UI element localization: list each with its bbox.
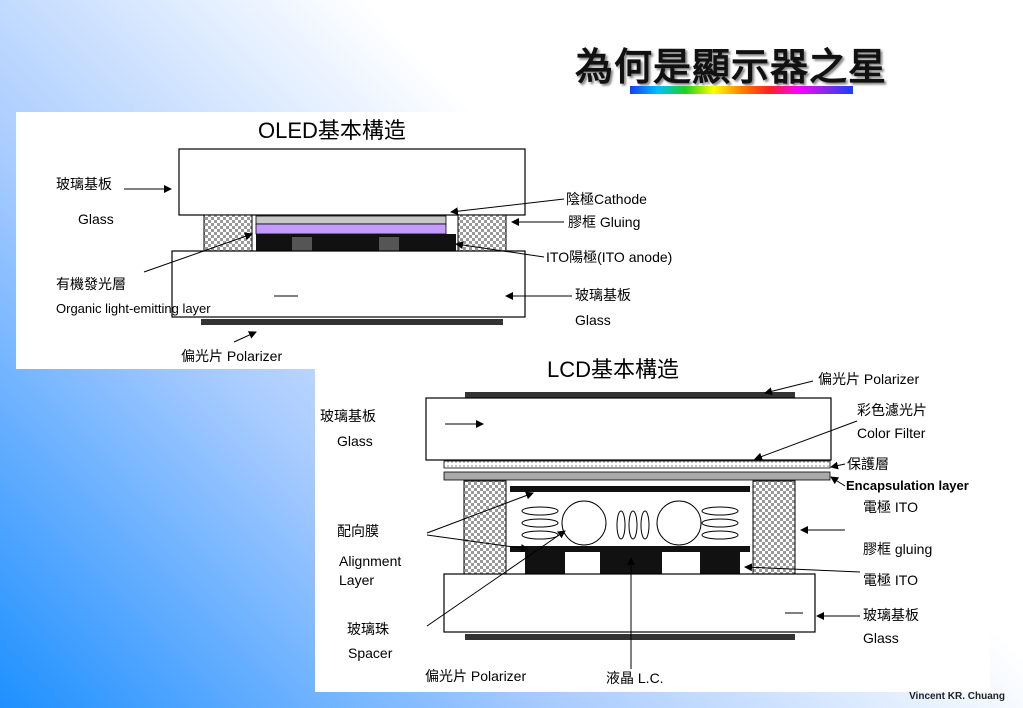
lcd-bottom-ito-label: 電極 ITO xyxy=(863,572,918,588)
oled-bottom-glass xyxy=(171,250,526,318)
lcd-alignment-arrow-bottom xyxy=(426,534,529,553)
oled-organic-label-en: Organic light-emitting layer xyxy=(56,301,211,316)
oled-organic-label-zh: 有機發光層 xyxy=(56,276,126,292)
oled-bottom-glass-label-en: Glass xyxy=(575,312,611,328)
lcd-color-filter-label-zh: 彩色濾光片 xyxy=(857,402,927,418)
lcd-top-glass-label-en: Glass xyxy=(337,433,373,449)
lcd-top-polarizer xyxy=(465,392,795,398)
lcd-alignment-label-zh: 配向膜 xyxy=(337,523,379,539)
oled-diagram: OLED基本構造 玻璃基板 Glass 陰極Cathode 膠框 Gluing … xyxy=(56,118,672,343)
lcd-top-ito xyxy=(510,486,750,492)
lcd-spacer-arrow xyxy=(426,530,566,627)
lcd-gluing-label: 膠框 gluing xyxy=(863,541,932,557)
oled-top-glass-label-en: Glass xyxy=(78,211,114,227)
lcd-heading: LCD基本構造 xyxy=(547,357,679,382)
oled-organic-arrow xyxy=(143,232,253,273)
lcd-protection-label: 保護層 xyxy=(847,456,889,472)
lcd-gluing-left xyxy=(463,480,507,575)
oled-top-glass-label-zh: 玻璃基板 xyxy=(56,176,112,192)
lcd-encapsulation-label: Encapsulation layer xyxy=(846,478,969,493)
lcd-spacer-label-zh: 玻璃珠 xyxy=(347,621,389,637)
oled-gluing-left xyxy=(203,214,253,252)
lcd-alignment-layer xyxy=(510,546,750,552)
author-credit: Vincent KR. Chuang xyxy=(909,691,1005,702)
lcd-spacer-label-en: Spacer xyxy=(348,645,393,661)
oled-polarizer-label-box: 偏光片 Polarizer xyxy=(175,343,315,369)
oled-ito-anode-layer xyxy=(256,234,456,251)
lcd-lc-label: 液晶 L.C. xyxy=(606,670,664,686)
lcd-protection-arrow xyxy=(830,461,846,470)
oled-top-glass xyxy=(178,148,526,216)
oled-diagram-panel: OLED基本構造 玻璃基板 Glass 陰極Cathode 膠框 Gluing … xyxy=(16,112,732,369)
lcd-encapsulation-arrow xyxy=(830,476,846,487)
lcd-bottom-ito xyxy=(525,552,565,574)
lcd-top-ito-label: 電極 ITO xyxy=(863,499,918,515)
lcd-bottom-glass xyxy=(443,573,816,633)
lcd-diagram: LCD基本構造 xyxy=(320,357,969,686)
oled-bottom-glass-label-zh: 玻璃基板 xyxy=(575,287,631,303)
oled-cathode-arrow xyxy=(450,198,565,216)
lcd-color-filter xyxy=(443,460,831,469)
oled-cathode-label: 陰極Cathode xyxy=(566,191,647,207)
oled-organic-layer xyxy=(255,223,447,235)
lcd-bottom-ito xyxy=(700,552,740,574)
lcd-alignment-label-en2: Layer xyxy=(339,572,374,588)
lcd-bottom-glass-label-en: Glass xyxy=(863,630,899,646)
lcd-diagram-panel: LCD基本構造 xyxy=(315,353,990,692)
lcd-bottom-polarizer-label: 偏光片 Polarizer xyxy=(425,668,526,684)
oled-polarizer-label: 偏光片 Polarizer xyxy=(181,348,283,364)
lcd-top-polarizer-arrow xyxy=(764,380,814,396)
oled-polarizer-arrow xyxy=(233,331,257,343)
lcd-bottom-glass-label-zh: 玻璃基板 xyxy=(863,607,919,623)
oled-heading: OLED基本構造 xyxy=(258,118,406,143)
oled-anode-gap xyxy=(292,237,312,251)
lcd-top-polarizer-label: 偏光片 Polarizer xyxy=(818,371,919,387)
oled-ito-anode-arrow xyxy=(455,241,545,258)
lcd-alignment-label-en1: Alignment xyxy=(339,553,401,569)
lcd-top-glass-label-zh: 玻璃基板 xyxy=(320,408,376,424)
slide-title: 為何是顯示器之星 xyxy=(575,45,888,89)
oled-anode-gap xyxy=(379,237,399,251)
lcd-protection-layer xyxy=(443,471,831,481)
oled-polarizer xyxy=(201,319,503,325)
lcd-top-glass xyxy=(425,397,832,461)
lcd-bottom-ito-arrow xyxy=(744,563,861,573)
lcd-color-filter-label-en: Color Filter xyxy=(857,425,926,441)
lcd-gluing-right xyxy=(752,480,796,575)
oled-gluing-label: 膠框 Gluing xyxy=(568,214,640,230)
title-rainbow-bar xyxy=(630,86,853,94)
oled-ito-anode-label: ITO陽極(ITO anode) xyxy=(546,249,672,265)
lcd-liquid-crystal xyxy=(521,500,739,546)
oled-cathode-layer xyxy=(255,215,447,225)
lcd-bottom-polarizer xyxy=(465,634,795,640)
lcd-color-filter-arrow xyxy=(754,420,858,461)
lcd-alignment-arrow-top xyxy=(426,491,534,534)
